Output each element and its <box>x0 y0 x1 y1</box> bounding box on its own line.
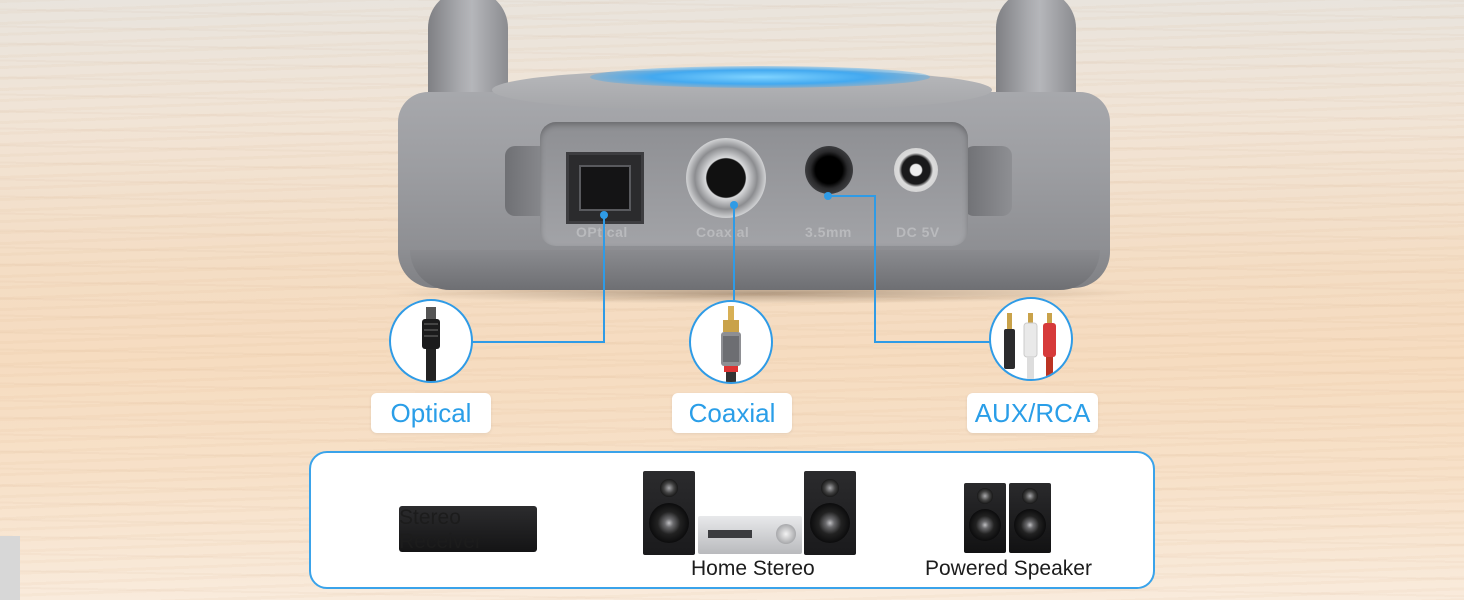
port-label-dc: DC 5V <box>896 224 940 240</box>
device-bottom <box>410 250 1100 290</box>
badge-coaxial: Coaxial <box>672 393 792 433</box>
stereo-unit-icon <box>698 516 802 554</box>
aux-rca-plug-icon <box>989 297 1073 381</box>
rca-coaxial-plug-icon <box>689 300 773 384</box>
right-antenna-base <box>964 146 1012 216</box>
port-label-aux: 3.5mm <box>805 224 852 240</box>
corner-tab <box>0 536 20 600</box>
optical-line <box>472 215 605 343</box>
optical-port <box>566 152 644 224</box>
left-powered-speaker-icon <box>964 483 1006 553</box>
aux-port <box>805 146 853 194</box>
port-label-optical: OPtical <box>576 224 628 240</box>
label-stereo-receiver: Stereo Receiver <box>399 506 525 553</box>
optical-dot <box>600 211 608 219</box>
blue-status-light <box>590 66 930 88</box>
label-powered-speaker: Powered Speaker <box>925 557 1092 580</box>
coaxial-dot <box>730 201 738 209</box>
aux-line <box>828 195 990 343</box>
badge-aux-rca: AUX/RCA <box>967 393 1098 433</box>
toslink-plug-icon <box>389 299 473 383</box>
right-bookshelf-speaker-icon <box>804 471 856 555</box>
coaxial-port <box>686 138 766 218</box>
port-label-coaxial: Coaxial <box>696 224 750 240</box>
badge-optical: Optical <box>371 393 491 433</box>
label-home-stereo: Home Stereo <box>691 557 815 580</box>
left-bookshelf-speaker-icon <box>643 471 695 555</box>
right-powered-speaker-icon <box>1009 483 1051 553</box>
aux-dot <box>824 192 832 200</box>
dc-power-port <box>894 148 938 192</box>
